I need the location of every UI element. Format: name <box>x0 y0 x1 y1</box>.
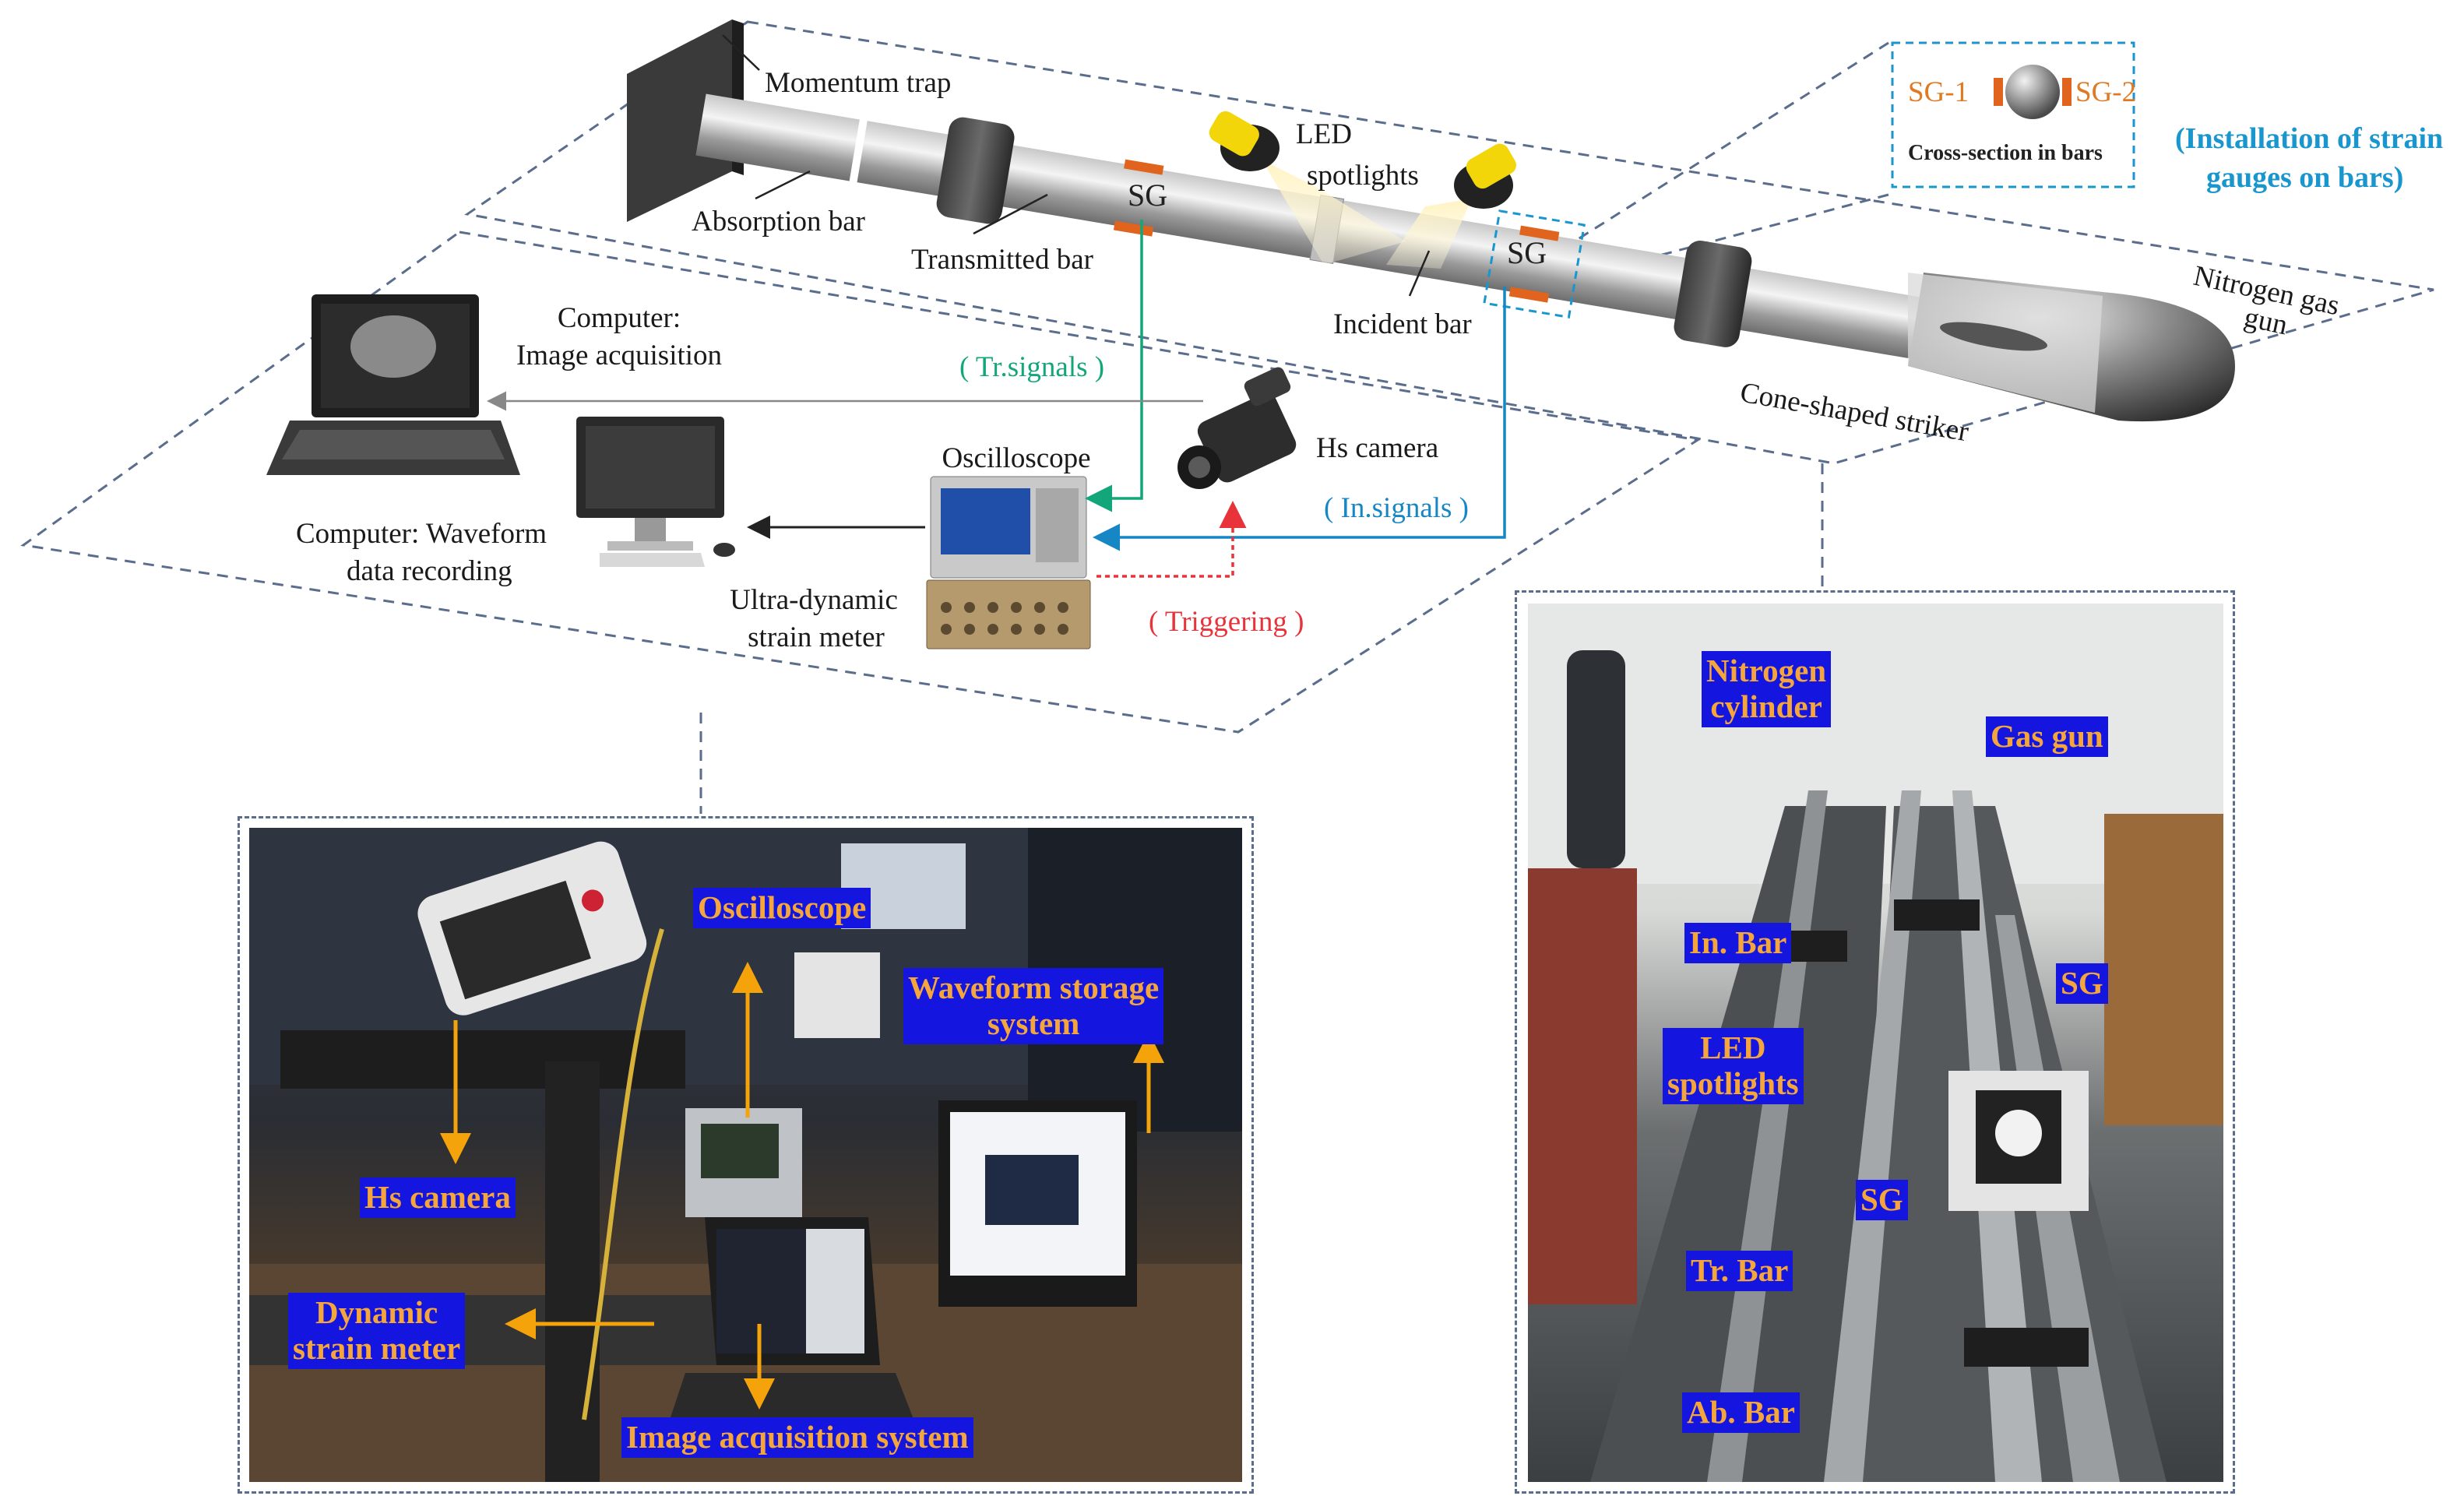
desktop-computer-icon <box>576 417 735 567</box>
oscilloscope-device <box>926 476 1091 649</box>
computer-waveform-label-1: Computer: Waveform <box>296 518 547 550</box>
hs-camera-label: Hs camera <box>1316 432 1438 464</box>
strain-gauge <box>1519 225 1560 241</box>
laptop-icon <box>266 294 520 475</box>
installation-label-2: gauges on bars) <box>2206 161 2403 194</box>
computer-waveform-label-2: data recording <box>347 555 512 587</box>
hs-camera-icon <box>1177 367 1297 489</box>
tr-signals-label: ( Tr.signals ) <box>959 351 1104 383</box>
shpb-apparatus-photo <box>1528 604 2223 1482</box>
tag-led-spotlights: LED spotlights <box>1663 1028 1804 1104</box>
tag-led-spotlights-line1: LED <box>1700 1030 1766 1065</box>
bar-support <box>1674 241 1752 347</box>
tag-waveform-storage: Waveform storage system <box>903 968 1164 1044</box>
in-signals-label: ( In.signals ) <box>1324 492 1469 524</box>
bar-support <box>936 117 1015 224</box>
signal-wires <box>487 220 1506 578</box>
sg-label-transmitted: SG <box>1128 178 1167 213</box>
tag-waveform-storage-line1: Waveform storage <box>908 970 1160 1005</box>
cross-section-label: Cross-section in bars <box>1908 141 2103 165</box>
transmitted-bar-label: Transmitted bar <box>911 244 1093 276</box>
tag-dynamic-strain-meter-line1: Dynamic <box>315 1294 438 1330</box>
installation-label-1: (Installation of strain <box>2175 122 2443 155</box>
tag-nitrogen-cylinder-line2: cylinder <box>1710 688 1822 724</box>
right-photo-frame <box>1515 590 2235 1494</box>
tag-led-spotlights-line2: spotlights <box>1667 1065 1799 1101</box>
led-spotlights-label-2: spotlights <box>1307 160 1419 192</box>
tag-hs-camera: Hs camera <box>360 1177 516 1218</box>
sg1-label: SG-1 <box>1908 76 1969 108</box>
tag-dynamic-strain-meter-line2: strain meter <box>293 1329 461 1366</box>
tag-ab-bar: Ab. Bar <box>1682 1392 1800 1433</box>
computer-image-label-2: Image acquisition <box>516 340 722 371</box>
led-spotlights <box>1209 111 1516 269</box>
tag-nitrogen-cylinder: Nitrogen cylinder <box>1702 651 1832 727</box>
gas-gun <box>1908 273 2235 422</box>
strain-meter-label-1: Ultra-dynamic <box>730 584 898 616</box>
tr-signal-wire <box>1085 220 1143 512</box>
strain-gauge <box>1124 159 1164 175</box>
strain-meter-label-2: strain meter <box>748 621 885 653</box>
perspective-planes <box>20 20 2434 814</box>
absorption-bar <box>695 93 860 181</box>
tag-waveform-storage-line2: system <box>987 1005 1080 1041</box>
triggering-label: ( Triggering ) <box>1149 606 1304 638</box>
tag-sg-mid: SG <box>1856 1180 1908 1220</box>
strain-gauge <box>1508 287 1550 303</box>
led-spotlights-label-1: LED <box>1296 118 1352 150</box>
oscilloscope-label: Oscilloscope <box>942 442 1090 474</box>
computer-image-label-1: Computer: <box>558 302 681 334</box>
bar-assembly <box>695 93 1950 363</box>
tag-nitrogen-cylinder-line1: Nitrogen <box>1706 653 1827 688</box>
trigger-wire <box>1096 501 1247 578</box>
strain-gauge <box>1113 220 1154 237</box>
tag-oscilloscope: Oscilloscope <box>693 888 871 928</box>
cone-shaped-striker <box>1940 322 2047 351</box>
incident-bar <box>1325 199 1943 363</box>
sg2-label: SG-2 <box>2075 76 2136 108</box>
tag-dynamic-strain-meter: Dynamic strain meter <box>288 1293 466 1369</box>
tag-gas-gun: Gas gun <box>1986 716 2108 757</box>
cross-section-inset <box>1891 41 2135 188</box>
left-photo-frame <box>238 816 1254 1494</box>
tag-image-acquisition: Image acquisition system <box>621 1417 973 1458</box>
sg-label-incident: SG <box>1507 235 1547 270</box>
sg-highlight-box <box>1483 209 1586 319</box>
pointer-lines <box>722 34 1431 297</box>
incident-bar-label: Incident bar <box>1333 308 1472 340</box>
tag-in-bar: In. Bar <box>1684 923 1792 963</box>
momentum-trap-label: Momentum trap <box>765 67 951 99</box>
tag-sg-top: SG <box>2056 963 2108 1004</box>
tag-tr-bar: Tr. Bar <box>1686 1251 1793 1291</box>
absorption-bar-label: Absorption bar <box>692 206 865 238</box>
